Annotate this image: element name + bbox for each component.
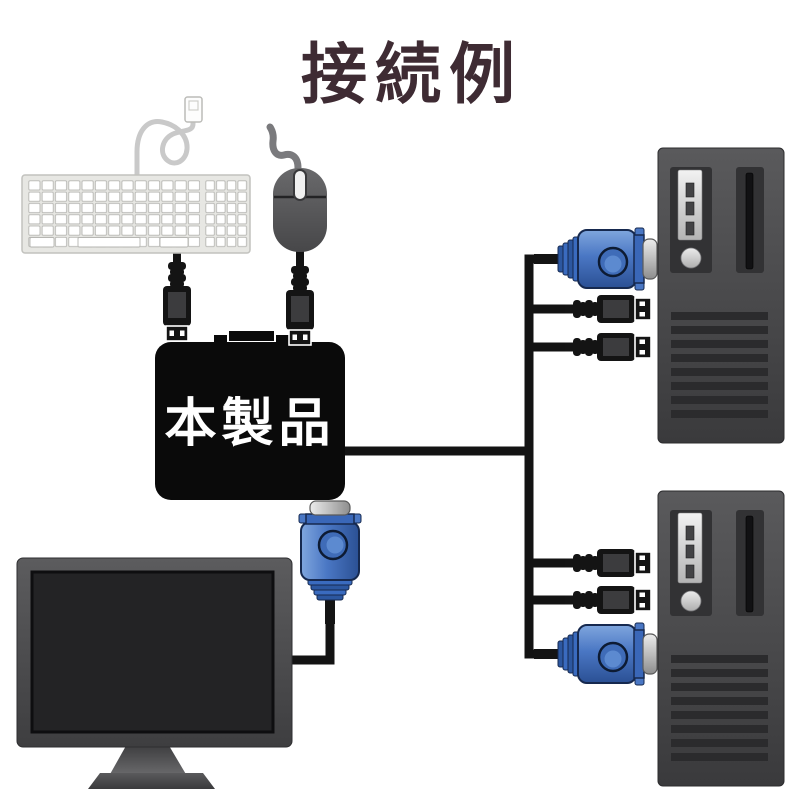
keyboard-keys [28, 180, 200, 248]
usb-plug-computer-1a [564, 294, 652, 324]
product-box: 本製品 [155, 331, 345, 500]
keyboard-key-wide-left [29, 237, 55, 248]
page-title: 接続例 [301, 36, 523, 113]
usb-plug-computer-2a [564, 548, 652, 578]
usb-plug-keyboard [162, 245, 192, 342]
vga-plug-computer-1 [532, 226, 659, 292]
vga-plug-computer-2 [532, 621, 659, 687]
computer-1 [657, 147, 785, 444]
monitor-screen [30, 570, 275, 734]
vga-plug-monitor [297, 499, 363, 626]
box-port-center [229, 331, 274, 341]
keyboard-spacebar [77, 237, 141, 248]
usb-plug-computer-1b [564, 332, 652, 362]
usb-plug-computer-2b [564, 585, 652, 615]
mouse-cable [266, 123, 302, 172]
keyboard-cable [134, 118, 196, 179]
product-box-label: 本製品 [164, 394, 335, 454]
box-port-right [276, 335, 289, 342]
computer-2 [657, 490, 785, 787]
product-box-body [155, 342, 345, 500]
keyboard-icon [21, 96, 251, 254]
keyboard-usb-plug-detail [188, 100, 199, 111]
monitor-stand [109, 744, 187, 776]
monitor-base [88, 773, 215, 789]
keyboard-key-wide-right [159, 237, 189, 248]
monitor-icon [16, 557, 293, 789]
usb-plug-mouse [285, 249, 315, 346]
mouse-icon [266, 123, 327, 252]
mouse-scroll-wheel [293, 169, 307, 201]
keyboard-numpad [205, 180, 248, 248]
cable-monitor [288, 605, 335, 665]
mouse-body [273, 168, 327, 252]
box-port-left [214, 335, 227, 342]
